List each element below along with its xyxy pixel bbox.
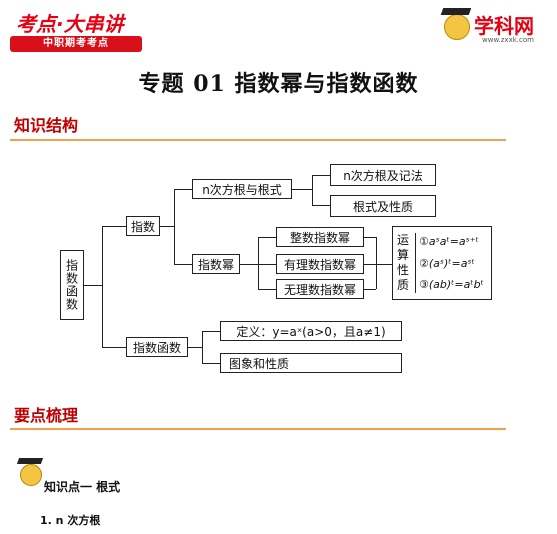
rule-3: ③(ab)ᵗ=aᵗbᵗ [419, 278, 484, 291]
connector [312, 175, 313, 205]
box-zhishu: 指数 [126, 216, 160, 236]
section-divider [10, 428, 506, 430]
section-heading-structure: 知识结构 [14, 116, 79, 135]
connector [312, 175, 330, 176]
list-item: 1. n 次方根 [40, 514, 101, 527]
graduation-cap-icon [440, 8, 472, 15]
page-title: 专题 01 指数幂与指数函数 [138, 71, 419, 97]
box-irrational-power: 无理数指数幂 [276, 279, 364, 299]
connector [102, 226, 103, 347]
box-exp-function: 指数函数 [126, 337, 188, 357]
brand-subtitle: 中职期考考点 [43, 38, 109, 49]
connector [188, 347, 202, 348]
site-logo: 学科网 www.zxxk.com [440, 8, 552, 48]
connector [202, 331, 203, 363]
connector [364, 237, 376, 238]
box-nthroot: n次方根与根式 [192, 179, 292, 199]
brand-bar [10, 36, 142, 52]
graduation-cap-icon [16, 458, 44, 464]
knowledge-point-heading: 知识点一 根式 [44, 480, 121, 494]
connector [258, 289, 276, 290]
connector [258, 237, 259, 289]
box-rational-power: 有理数指数幂 [276, 254, 364, 274]
connector [102, 226, 126, 227]
ops-label: 运算性质 [397, 233, 410, 292]
mascot-icon [444, 14, 470, 40]
connector [202, 331, 220, 332]
connector [364, 264, 392, 265]
connector [258, 264, 276, 265]
mascot-icon [16, 456, 44, 486]
box-nthroot-notation: n次方根及记法 [330, 164, 436, 186]
connector [174, 264, 192, 265]
connector [292, 189, 312, 190]
connector [202, 363, 220, 364]
connector [174, 189, 192, 190]
connector [376, 237, 377, 289]
connector [258, 237, 276, 238]
brand-logo: 考点·大串讲 中职期考考点 [10, 6, 142, 52]
connector [240, 264, 258, 265]
box-integer-power: 整数指数幂 [276, 227, 364, 247]
box-definition: 定义：y=aˣ(a>0，且a≠1) [220, 321, 402, 341]
connector [84, 285, 102, 286]
connector [364, 289, 376, 290]
connector [160, 226, 174, 227]
rule-2: ②(aˢ)ᵗ=aˢᵗ [419, 257, 475, 270]
box-radical-properties: 根式及性质 [330, 195, 436, 217]
logo-name: 学科网 [474, 14, 534, 38]
brand-title: 考点·大串讲 [16, 12, 124, 36]
section-divider [10, 139, 506, 141]
section-heading-keypoints: 要点梳理 [14, 406, 79, 425]
connector [102, 347, 126, 348]
rule-1: ①aˢaᵗ=aˢ⁺ᵗ [419, 235, 479, 248]
connector [174, 189, 175, 264]
logo-url: www.zxxk.com [482, 36, 534, 44]
box-power: 指数幂 [192, 254, 240, 274]
box-graph-properties: 图象和性质 [220, 353, 402, 373]
box-operation-properties: 运算性质 ①aˢaᵗ=aˢ⁺ᵗ ②(aˢ)ᵗ=aˢᵗ ③(ab)ᵗ=aᵗbᵗ [392, 226, 492, 300]
connector [312, 205, 330, 206]
knowledge-diagram: 指数函数 指数 n次方根与根式 n次方根及记法 根式及性质 指数幂 整数指数幂 … [0, 150, 557, 380]
root-box: 指数函数 [60, 250, 84, 320]
